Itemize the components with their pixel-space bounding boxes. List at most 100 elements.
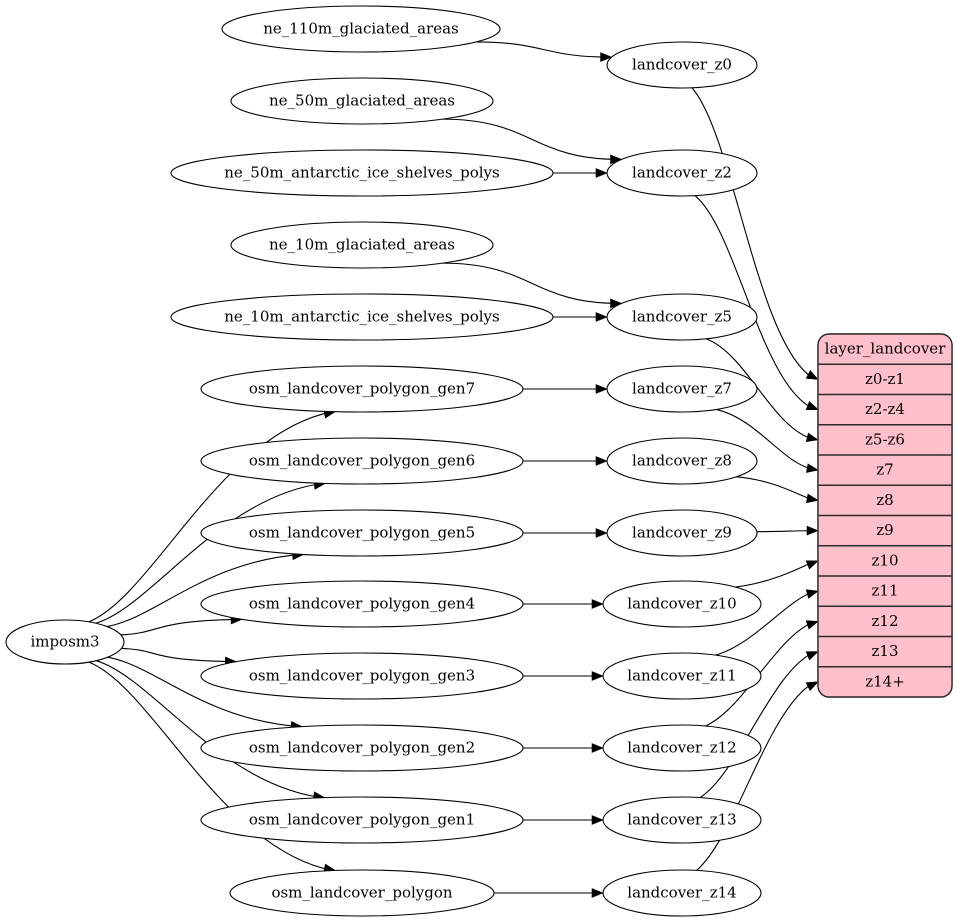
edge-landcover_z13-to-layer_landcover-z13: [699, 651, 816, 799]
node-landcover_z9[interactable]: landcover_z9: [606, 509, 758, 557]
edge-ne_110m_glaciated_areas-to-landcover_z0: [476, 41, 610, 58]
edge-arrowhead: [805, 681, 819, 692]
edge-imposm3-to-osm_landcover_polygon_gen3: [121, 647, 234, 663]
nodes-layer: imposm3 ne_110m_glaciated_areas ne_50m_gla…: [5, 5, 762, 917]
node-ne_50m_antarctic_ice_shelves_polys[interactable]: ne_50m_antarctic_ice_shelves_polys: [170, 149, 554, 197]
edge-landcover_z5-to-layer_landcover-z5-z6: [705, 338, 816, 441]
table-row[interactable]: z7: [818, 454, 952, 486]
node-landcover_z8[interactable]: landcover_z8: [606, 437, 758, 485]
layer-landcover-record[interactable]: layer_landcoverz0-z1z2-z4z5-z6z7z8z9z10z…: [817, 333, 953, 698]
table-cell-bg: [818, 334, 952, 365]
table-cell-bg: [818, 455, 952, 486]
edge-imposm3-to-osm_landcover_polygon_gen1: [96, 660, 323, 799]
table-row-label: z14+: [865, 672, 905, 690]
edge-landcover_z11-to-layer_landcover-z11: [715, 590, 816, 656]
table-row-label: z5-z6: [865, 430, 905, 448]
node-osm_landcover_polygon_gen1[interactable]: osm_landcover_polygon_gen1: [200, 796, 524, 844]
edge-imposm3-to-osm_landcover_polygon_gen2: [107, 656, 300, 728]
node-landcover_z5[interactable]: landcover_z5: [606, 293, 758, 341]
table-cell-bg: [818, 424, 952, 455]
edge-arrowhead: [805, 651, 819, 661]
table-row-label: z7: [876, 461, 893, 479]
mid-node-ellipse: [602, 724, 762, 772]
edge-landcover_z0-to-layer_landcover-z0-z1: [691, 87, 816, 380]
layer-landcover-table[interactable]: layer_landcoverz0-z1z2-z4z5-z6z7z8z9z10z…: [817, 333, 953, 698]
node-label: osm_landcover_polygon_gen6: [249, 452, 475, 470]
node-ne_110m_glaciated_areas[interactable]: ne_110m_glaciated_areas: [221, 5, 501, 53]
edge-imposm3-to-osm_landcover_polygon_gen5: [106, 553, 302, 628]
node-osm_landcover_polygon_gen3[interactable]: osm_landcover_polygon_gen3: [200, 652, 524, 700]
node-landcover_z0[interactable]: landcover_z0: [606, 41, 758, 89]
table-cell-bg: [818, 515, 952, 546]
table-row[interactable]: z12: [818, 605, 952, 637]
table-row[interactable]: z8: [818, 484, 952, 516]
node-osm_landcover_polygon[interactable]: osm_landcover_polygon: [229, 869, 495, 917]
edge-arrowhead: [805, 400, 819, 411]
table-row[interactable]: z9: [818, 514, 952, 546]
edge-imposm3-to-osm_landcover_polygon_gen7: [88, 411, 333, 623]
node-imposm3[interactable]: imposm3: [5, 619, 125, 665]
node-label: landcover_z13: [627, 811, 736, 829]
node-osm_landcover_polygon_gen2[interactable]: osm_landcover_polygon_gen2: [200, 724, 524, 772]
node-label: landcover_z0: [632, 56, 732, 74]
table-cells: layer_landcoverz0-z1z2-z4z5-z6z7z8z9z10z…: [818, 334, 952, 697]
node-landcover_z12[interactable]: landcover_z12: [602, 724, 762, 772]
edge-landcover_z8-to-layer_landcover-z8: [736, 476, 816, 501]
mid-node-ellipse: [606, 149, 758, 197]
edge-imposm3-to-osm_landcover_polygon: [88, 661, 333, 872]
node-label: landcover_z10: [627, 595, 736, 613]
edge-arrowhead: [805, 589, 819, 599]
table-row[interactable]: z0-z1: [818, 363, 952, 395]
table-row[interactable]: z2-z4: [818, 393, 952, 425]
node-label: landcover_z11: [627, 667, 736, 685]
source-node-ellipse: [221, 5, 501, 53]
node-landcover_z10[interactable]: landcover_z10: [602, 580, 762, 628]
node-label: osm_landcover_polygon_gen1: [249, 811, 475, 829]
table-border: [817, 333, 953, 698]
node-landcover_z7[interactable]: landcover_z7: [606, 365, 758, 413]
node-label: landcover_z9: [632, 524, 732, 542]
node-label: ne_10m_antarctic_ice_shelves_polys: [224, 308, 499, 326]
source-node-ellipse: [200, 580, 524, 628]
node-osm_landcover_polygon_gen6[interactable]: osm_landcover_polygon_gen6: [200, 437, 524, 485]
mid-node-ellipse: [606, 293, 758, 341]
source-node-ellipse: [200, 509, 524, 557]
node-osm_landcover_polygon_gen7[interactable]: osm_landcover_polygon_gen7: [200, 365, 524, 413]
edge-arrowhead: [595, 528, 608, 538]
node-landcover_z11[interactable]: landcover_z11: [602, 652, 762, 700]
edge-arrowhead: [595, 384, 608, 394]
table-row[interactable]: z11: [818, 575, 952, 607]
table-cell-bg: [818, 666, 952, 697]
node-landcover_z2[interactable]: landcover_z2: [606, 149, 758, 197]
edge-ne_10m_glaciated_areas-to-landcover_z5: [442, 262, 620, 304]
edge-arrowhead: [595, 456, 608, 466]
node-landcover_z13[interactable]: landcover_z13: [602, 796, 762, 844]
node-osm_landcover_polygon_gen5[interactable]: osm_landcover_polygon_gen5: [200, 509, 524, 557]
source-node-ellipse: [200, 724, 524, 772]
node-landcover_z14[interactable]: landcover_z14: [602, 869, 762, 917]
edge-arrowhead: [806, 493, 819, 504]
source-node-ellipse: [5, 619, 125, 665]
edge-imposm3-to-osm_landcover_polygon_gen6: [95, 482, 323, 624]
node-osm_landcover_polygon_gen4[interactable]: osm_landcover_polygon_gen4: [200, 580, 524, 628]
source-node-ellipse: [200, 365, 524, 413]
node-label: landcover_z12: [627, 739, 736, 757]
table-row-label: z0-z1: [865, 370, 905, 388]
node-label: osm_landcover_polygon_gen4: [249, 595, 475, 613]
table-cell-bg: [818, 636, 952, 667]
node-ne_10m_antarctic_ice_shelves_polys[interactable]: ne_10m_antarctic_ice_shelves_polys: [170, 293, 554, 341]
edge-arrowhead: [805, 369, 819, 380]
node-label: landcover_z14: [627, 884, 736, 902]
table-row[interactable]: z10: [818, 545, 952, 576]
node-ne_10m_glaciated_areas[interactable]: ne_10m_glaciated_areas: [230, 221, 494, 269]
table-row[interactable]: z5-z6: [818, 424, 952, 455]
node-label: osm_landcover_polygon_gen2: [249, 739, 475, 757]
edge-arrowhead: [806, 463, 819, 473]
edge-arrowhead: [591, 888, 604, 898]
node-ne_50m_glaciated_areas[interactable]: ne_50m_glaciated_areas: [230, 77, 494, 125]
table-row[interactable]: z14+: [818, 666, 952, 697]
table-title-label: layer_landcover: [825, 340, 947, 358]
table-row-label: z13: [872, 642, 899, 660]
table-row[interactable]: z13: [818, 635, 952, 667]
